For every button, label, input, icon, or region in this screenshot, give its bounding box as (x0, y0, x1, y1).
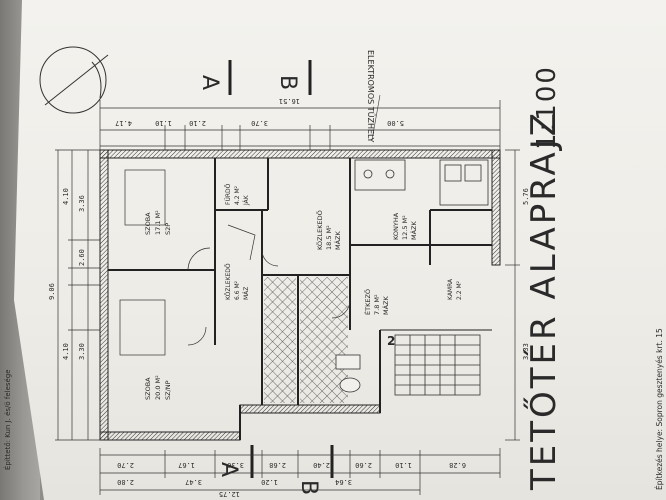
dim-bottom-4: 2.68 (269, 461, 286, 469)
room-szoba-2-area: 20.0 M² (154, 375, 162, 400)
top-dimension-chain (99, 100, 501, 150)
dim-left-5: 3.30 (78, 343, 86, 360)
dim-top-4: 3.70 (251, 119, 268, 127)
room-furdo-area: 4.2 M² (234, 185, 241, 205)
room-etkezo-floor: MÁZK (381, 295, 390, 315)
room-szoba-1-area: 17.1 M² (154, 210, 162, 235)
room-furdo-floor: JÁK (243, 194, 250, 206)
dim-left-4: 4.10 (62, 343, 70, 360)
room-konyha-area: 12.5 M² (401, 215, 409, 240)
dim-bottom-8: 6.28 (449, 461, 466, 469)
dim-bottom-11: 1.20 (261, 478, 278, 486)
electric-note: ELEKTROMOS TŰZHELY (366, 50, 376, 142)
dim-bottom-10: 3.47 (185, 478, 202, 486)
bedroom-furniture (119, 169, 256, 356)
right-dimension-chain (505, 149, 520, 441)
room-kamra-area: 2.2 M² (456, 280, 463, 300)
room-etkezo: ÉTKEZŐ (363, 289, 372, 315)
room-kozlekedo-1: KÖZLEKEDŐ (225, 263, 232, 300)
dim-top-total: 16.51 (279, 97, 300, 105)
dim-bottom-9: 2.80 (117, 478, 134, 486)
room-etkezo-area: 7.8 M² (373, 294, 381, 315)
dim-bottom-1: 2.70 (117, 461, 134, 469)
dim-bottom-6: 2.60 (355, 461, 372, 469)
room-konyha-floor: MÁZK (409, 220, 418, 240)
room-kamra: KAMRA (447, 278, 454, 300)
room-furdo: FÜRDŐ (225, 183, 232, 205)
dim-bottom-total: 12.75 (219, 490, 240, 498)
room-szoba-1-floor: S2P (164, 223, 172, 235)
door-swings (187, 247, 351, 346)
kitchen-fixtures (354, 159, 489, 206)
bath-tiles-4 (264, 277, 296, 403)
interior-walls (108, 158, 492, 405)
room-szoba-2: SZOBA (144, 377, 152, 400)
bath-fixtures (335, 354, 361, 393)
dim-left-total: 9.06 (48, 283, 56, 300)
room-kozlekedo-1-floor: MÁZ (243, 287, 250, 300)
stair-mark: 2 (387, 334, 395, 348)
room-kozlekedo-1-area: 6.6 M² (234, 280, 241, 300)
dim-top-5: 5.00 (387, 119, 404, 127)
dim-left-1: 4.10 (62, 188, 70, 205)
bath-tiles-3 (300, 277, 348, 403)
drawing-title: TETŐTÉR ALAPRAJZ (523, 110, 564, 491)
dim-bottom-7: 1.10 (395, 461, 412, 469)
dim-top-2: 1.10 (155, 119, 172, 127)
left-dimension-chain (55, 149, 100, 441)
dim-bottom-12: 3.64 (335, 478, 352, 486)
exterior-walls (99, 149, 501, 441)
dim-bottom-3: 3.30 (227, 461, 244, 469)
drawing-sheet (14, 0, 666, 500)
section-marker-top-a: A (197, 60, 232, 95)
room-szoba-2-floor: SZ/NP (164, 380, 172, 400)
room-szoba-1: SZOBA (144, 212, 152, 235)
dim-right-2: 3.33 (522, 343, 530, 360)
section-marker-bottom-b: B (296, 445, 334, 495)
room-labels: SZOBA 17.1 M² S2P SZOBA 20.0 M² SZ/NP FÜ… (144, 183, 463, 400)
dim-right-1: 5.76 (522, 188, 530, 205)
dim-top-1: 4.17 (115, 119, 132, 127)
section-label-a-top: A (197, 75, 222, 90)
north-arrow (39, 46, 109, 114)
bottom-dimension-chain (99, 448, 501, 495)
dim-top-3: 2.10 (189, 119, 206, 127)
dim-left-3: 2.60 (78, 249, 86, 266)
room-kozlekedo-2-area: 18.5 M² (325, 225, 333, 250)
drawing-scale: 1:100 (532, 65, 562, 150)
room-kozlekedo-2: KÖZLEKEDŐ (315, 210, 324, 250)
dim-bottom-5: 2.40 (313, 461, 330, 469)
room-kozlekedo-2-floor: MÁZK (333, 230, 342, 250)
section-label-b-bottom: B (296, 480, 321, 495)
dim-left-2: 3.36 (78, 195, 86, 212)
dim-bottom-2: 1.67 (178, 461, 195, 469)
stairs (394, 334, 481, 396)
side-note-location: Építkezés helye: Sopron gesztenyés krt. … (655, 328, 664, 490)
room-konyha: KONYHA (392, 212, 400, 240)
section-label-b-top: B (275, 75, 300, 90)
section-marker-top-b: B (275, 60, 312, 95)
side-note-client: Építtető: Kun J. és/ö felesége (3, 369, 12, 470)
